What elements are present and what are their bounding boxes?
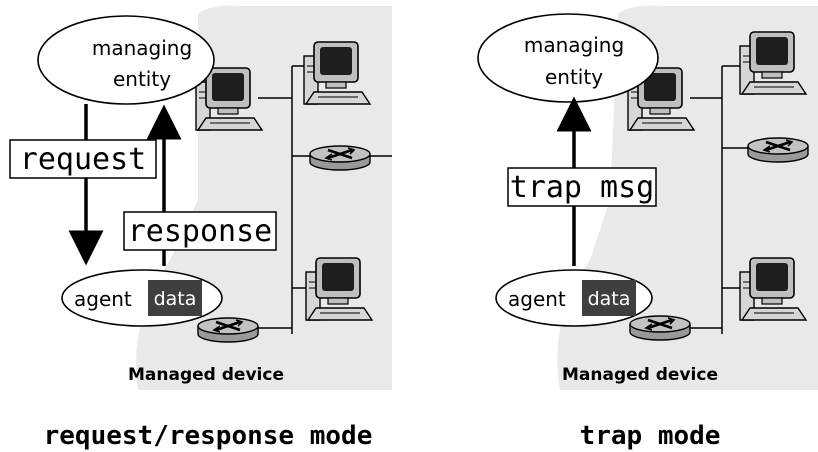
- managing-entity-label: managing: [524, 33, 624, 57]
- trap-label: trap msg: [510, 170, 655, 205]
- managing-entity-label: entity: [545, 65, 603, 89]
- response-label: response: [128, 214, 273, 249]
- request-box: [9, 139, 157, 179]
- right-panel: managing entity agent data trap msg Mana…: [477, 5, 818, 451]
- mode-caption: request/response mode: [44, 421, 373, 451]
- data-label: data: [154, 288, 197, 310]
- managed-device-caption: Managed device: [128, 365, 284, 385]
- request-label: request: [20, 142, 146, 177]
- agent-label: agent: [508, 287, 566, 311]
- data-label: data: [588, 288, 631, 310]
- managing-entity-label: entity: [113, 67, 171, 91]
- agent-label: agent: [74, 287, 132, 311]
- left-panel: managing entity agent data request respo…: [9, 5, 392, 451]
- trap-box: [507, 167, 657, 207]
- managed-device-caption: Managed device: [562, 365, 718, 385]
- data-box: [148, 280, 202, 316]
- router-icon: [308, 144, 372, 172]
- mode-caption: trap mode: [580, 421, 721, 451]
- data-box: [582, 280, 636, 316]
- router-icon: [628, 314, 692, 342]
- response-box: [123, 211, 277, 251]
- managing-entity-label: managing: [92, 36, 192, 60]
- router-icon: [746, 136, 810, 164]
- managing-entity-ellipse: [37, 15, 215, 105]
- router-icon: [196, 316, 260, 344]
